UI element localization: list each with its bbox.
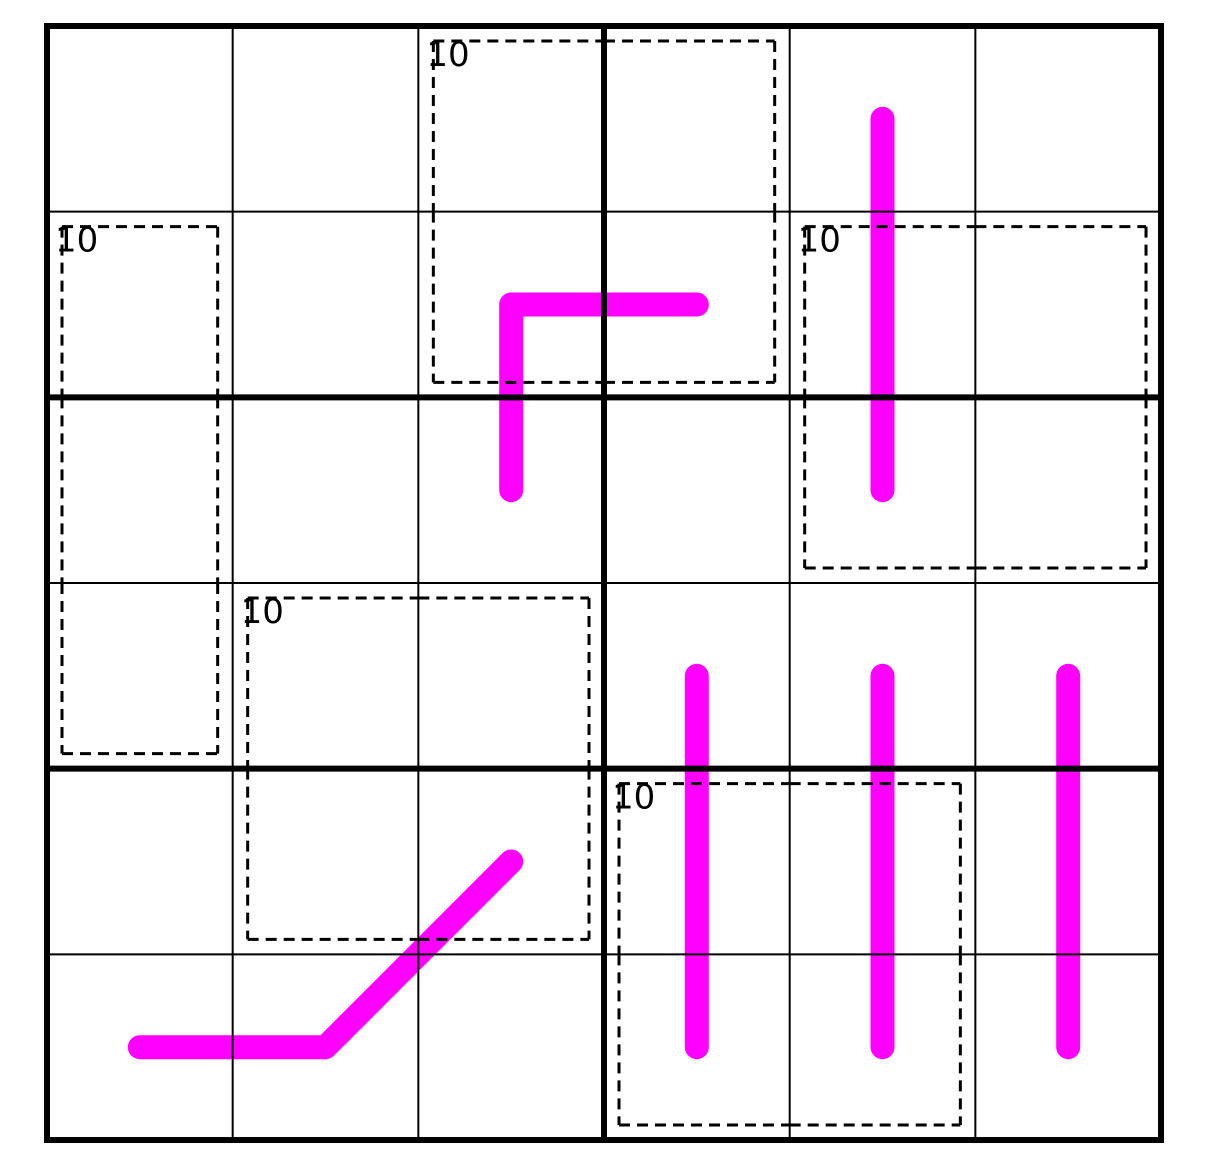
cage-sum-label: 10 [798,221,841,261]
cell-r1c1[interactable] [47,26,233,212]
cage-sum-label: 10 [612,778,655,818]
killer-cage-2: 10 [55,221,220,756]
cell-r4c1[interactable] [47,583,233,769]
cell-r5c1[interactable] [47,769,233,955]
cell-r6c3[interactable] [418,954,604,1140]
cell-r1c6[interactable] [975,26,1161,212]
cell-r1c4[interactable] [604,26,790,212]
cell-r1c2[interactable] [233,26,419,212]
cell-r2c6[interactable] [975,212,1161,398]
cage-sum-label: 10 [241,592,284,632]
cell-r2c2[interactable] [233,212,419,398]
cell-r3c4[interactable] [604,397,790,583]
cell-r3c2[interactable] [233,397,419,583]
puzzle-line-6 [127,849,524,1060]
cell-r4c3[interactable] [418,583,604,769]
cage-sum-label: 10 [55,221,98,261]
board-border [44,23,1165,1144]
cages-layer: 10 10 10 10 10 [55,35,1148,1127]
cage-sum-label: 10 [426,35,469,75]
killer-cage-3: 10 [798,221,1148,570]
killer-cage-4: 10 [241,592,591,941]
cage-outline [60,225,220,756]
cell-r3c1[interactable] [47,397,233,583]
puzzle-line-1 [499,292,709,503]
cell-r5c2[interactable] [233,769,419,955]
killer-cage-5: 10 [612,778,962,1127]
killer-cage-1: 10 [426,35,777,384]
grid-layer [44,23,1165,1144]
lines-layer [127,106,1081,1060]
cell-r3c6[interactable] [975,397,1161,583]
